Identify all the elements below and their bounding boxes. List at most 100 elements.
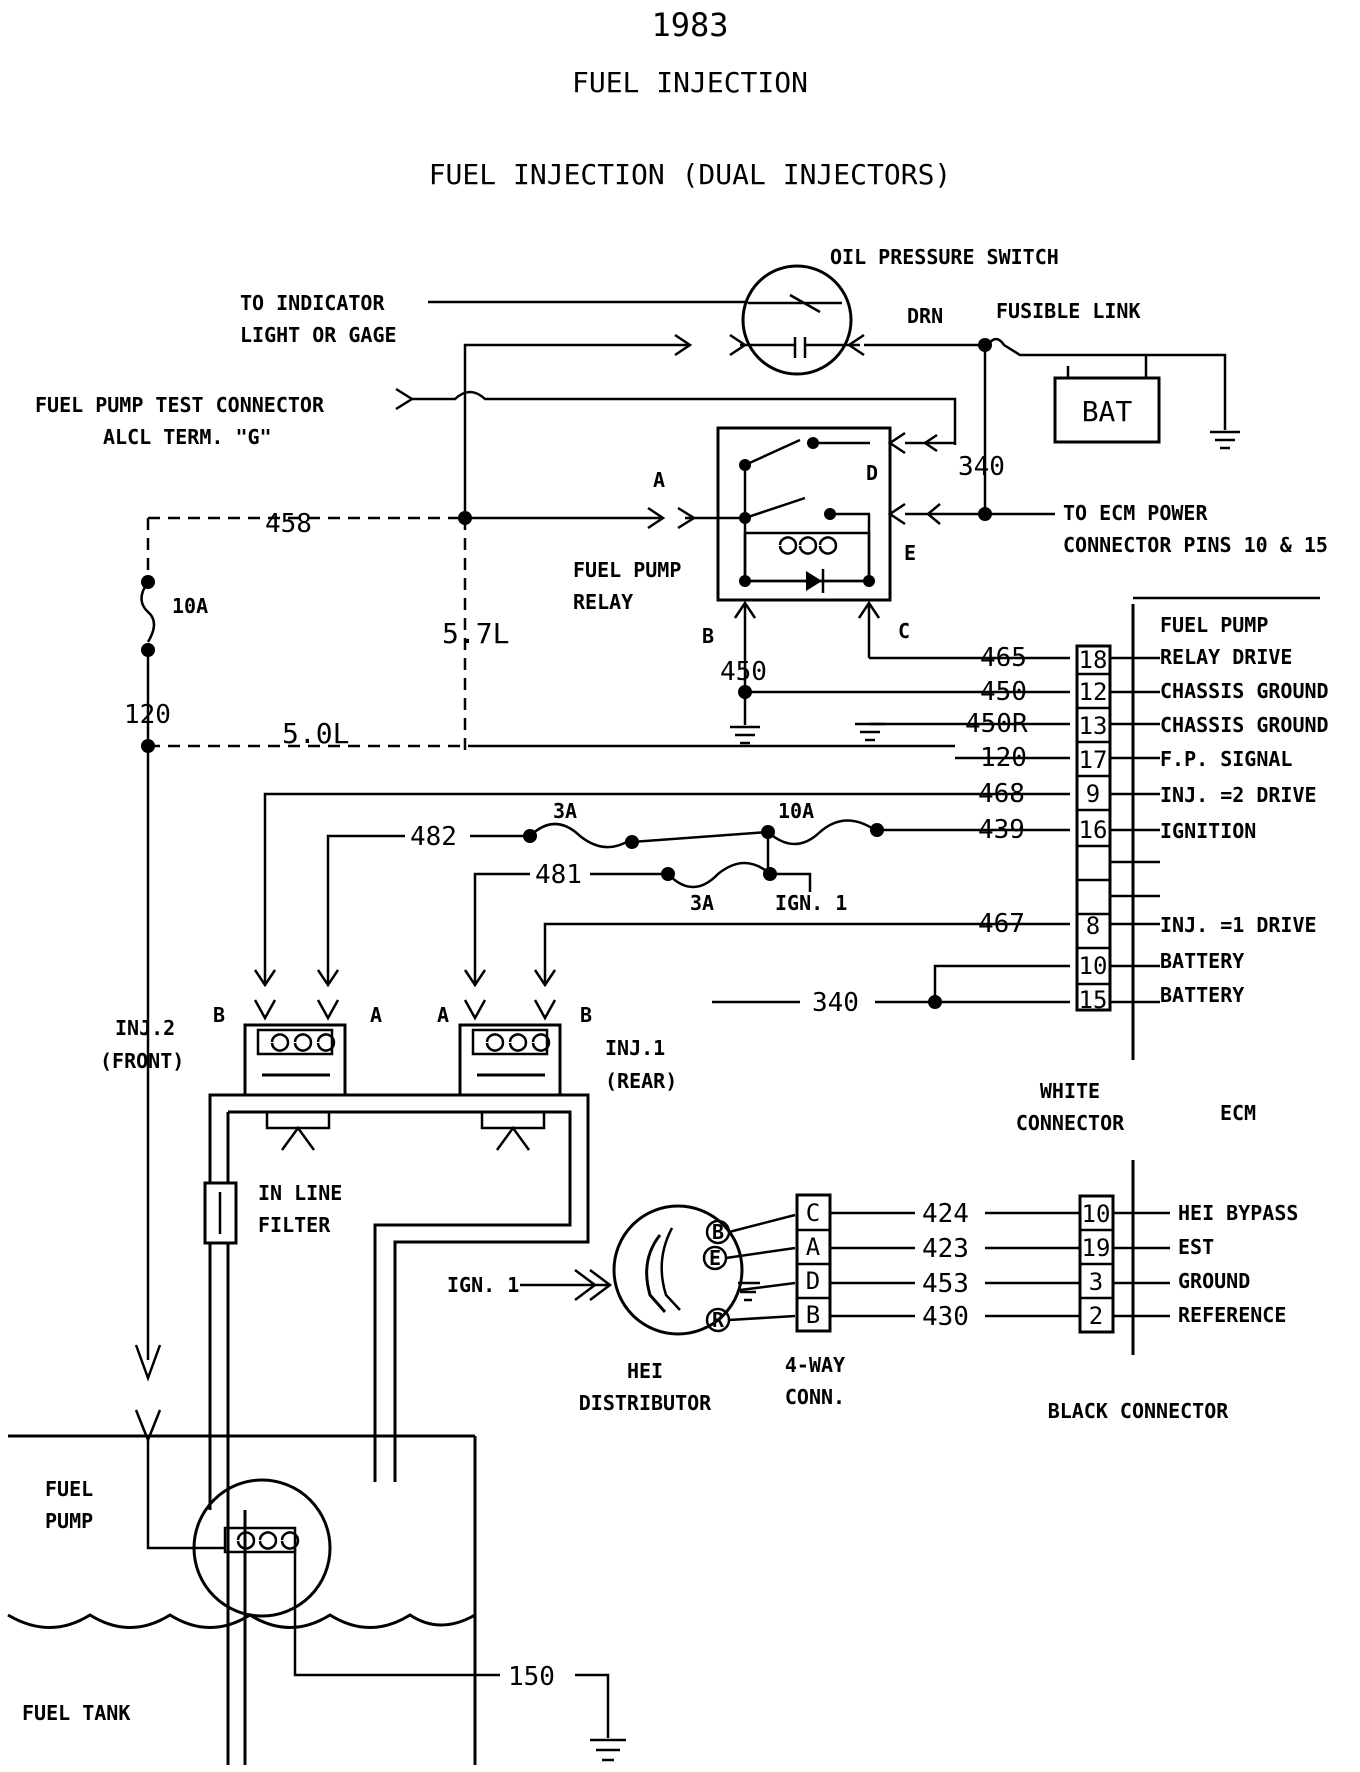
four-way-label-line1: 4-WAY xyxy=(785,1353,845,1377)
pump-feed-wire xyxy=(146,1440,225,1550)
fuel-pump xyxy=(192,1478,332,1618)
wire-340-label: 340 xyxy=(958,452,1005,482)
wire-150-label: 150 xyxy=(508,1662,555,1692)
fusible-link-label: FUSIBLE LINK xyxy=(996,299,1141,323)
fuse-3a-b-label: 3A xyxy=(690,891,714,915)
diagram-title: FUEL INJECTION xyxy=(572,66,808,99)
fuel-pump-coil-icon xyxy=(223,1526,300,1554)
inj1-pin-a: A xyxy=(437,1003,449,1027)
white-fn-chassis-ground-2: CHASSIS GROUND xyxy=(1160,713,1329,737)
white-fn-ignition: IGNITION xyxy=(1160,819,1256,843)
fuse-10a-left-label: 10A xyxy=(172,594,208,618)
wire-424-label: 424 xyxy=(922,1199,969,1229)
relay-pin-c: C xyxy=(898,619,910,643)
inj1-pin-b: B xyxy=(580,1003,592,1027)
white-connector-label-line1: WHITE xyxy=(1040,1079,1100,1103)
wire-423-label: 423 xyxy=(922,1234,969,1264)
hei-term-e: E xyxy=(709,1246,721,1270)
white-fn-fp-signal: F.P. SIGNAL xyxy=(1160,747,1292,771)
white-pin-16: 16 xyxy=(1079,816,1108,844)
hei-label-line2: DISTRIBUTOR xyxy=(579,1391,712,1415)
wire-465-label: 465 xyxy=(980,643,1027,673)
relay-pin-arrows xyxy=(677,431,906,700)
black-pin-19: 19 xyxy=(1082,1234,1111,1262)
injector-2-front xyxy=(243,1023,347,1151)
wire-467 xyxy=(543,922,1070,985)
four-way-pin-a: A xyxy=(806,1233,821,1261)
wire-340b-label: 340 xyxy=(812,988,859,1018)
relay-label-line1: FUEL PUMP xyxy=(573,558,681,582)
black-connector xyxy=(1078,1160,1170,1355)
inj2-pin-b: B xyxy=(213,1003,225,1027)
hei-distributor xyxy=(612,1204,744,1336)
drn-label: DRN xyxy=(907,304,943,328)
relay-pin-a: A xyxy=(653,468,665,492)
battery-ground-icon xyxy=(1210,430,1240,450)
white-connector-label-line2: CONNECTOR xyxy=(1016,1111,1125,1135)
battery-label: BAT xyxy=(1082,395,1133,428)
wire-467-label: 467 xyxy=(978,909,1025,939)
wire-482-label: 482 xyxy=(410,822,457,852)
test-connector-label-line1: FUEL PUMP TEST CONNECTOR xyxy=(35,393,325,417)
wire-120-label-left: 120 xyxy=(124,700,171,730)
indicator-feed-wire xyxy=(463,343,690,518)
wire-468 xyxy=(263,792,1070,985)
wire-450-label-relay: 450 xyxy=(720,657,767,687)
wire-439-label: 439 xyxy=(978,815,1025,845)
black-pin-3: 3 xyxy=(1089,1268,1103,1296)
oil-pressure-switch-label: OIL PRESSURE SWITCH xyxy=(830,245,1059,269)
filter-label-line2: FILTER xyxy=(258,1213,331,1237)
wire-150 xyxy=(293,1548,500,1677)
fuse-3a-b xyxy=(667,861,771,889)
fuel-pump-label-line1: FUEL xyxy=(45,1477,93,1501)
white-fn-battery-1: BATTERY xyxy=(1160,949,1244,973)
white-fn-chassis-ground-1: CHASSIS GROUND xyxy=(1160,679,1329,703)
wire-481 xyxy=(473,872,530,985)
diagram-subtitle: FUEL INJECTION (DUAL INJECTORS) xyxy=(429,158,952,191)
four-way-connector xyxy=(795,1193,832,1333)
relay-internals xyxy=(685,437,875,593)
battery xyxy=(1053,376,1161,444)
ecm-power-label-line2: CONNECTOR PINS 10 & 15 xyxy=(1063,533,1328,557)
ign1-label-hei: IGN. 1 xyxy=(447,1273,519,1297)
chassis-ground-icon xyxy=(855,722,885,742)
wire-482 xyxy=(326,834,405,985)
engine-50-label: 5.0L xyxy=(282,717,349,750)
inj2-label-line1: INJ.2 xyxy=(115,1016,175,1040)
white-fn-fuel-pump: FUEL PUMP xyxy=(1160,613,1268,637)
oil-switch-contacts xyxy=(729,293,865,358)
wire-453-label: 453 xyxy=(922,1269,969,1299)
black-fn-reference: REFERENCE xyxy=(1178,1303,1286,1327)
white-pin-8: 8 xyxy=(1086,912,1100,940)
hei-term-r: R xyxy=(712,1308,725,1332)
injector-1-rear xyxy=(458,1023,562,1151)
inj2-label-line2: (FRONT) xyxy=(100,1049,184,1073)
inj1-label-line1: INJ.1 xyxy=(605,1036,665,1060)
ign1-label-top: IGN. 1 xyxy=(775,891,847,915)
ecm-power-label-line1: TO ECM POWER xyxy=(1063,501,1208,525)
wire-468-label: 468 xyxy=(978,779,1025,809)
white-pin-15: 15 xyxy=(1079,986,1108,1014)
wire-450r-label: 450R xyxy=(965,709,1028,739)
test-connector-label-line2: ALCL TERM. "G" xyxy=(103,425,272,449)
diagram-year: 1983 xyxy=(651,6,728,44)
black-pin-10: 10 xyxy=(1082,1200,1111,1228)
oil-pressure-switch-symbol xyxy=(741,264,853,376)
white-pin-18: 18 xyxy=(1079,646,1108,674)
indicator-label-line2: LIGHT OR GAGE xyxy=(240,323,397,347)
four-way-pin-b: B xyxy=(806,1301,820,1329)
four-way-label-line2: CONN. xyxy=(785,1385,845,1409)
white-pin-17: 17 xyxy=(1079,746,1108,774)
relay-pin-b: B xyxy=(702,624,714,648)
fuse-3a-a-label: 3A xyxy=(553,799,577,823)
inj1-label-line2: (REAR) xyxy=(605,1069,677,1093)
filter-label-line1: IN LINE xyxy=(258,1181,342,1205)
white-fn-inj2-drive: INJ. =2 DRIVE xyxy=(1160,783,1317,807)
fuse-10a-b-label: 10A xyxy=(778,799,814,823)
fuse-3a-a xyxy=(529,822,631,849)
wire-481-label: 481 xyxy=(535,860,582,890)
ecm-label: ECM xyxy=(1220,1101,1256,1125)
wire-430-label: 430 xyxy=(922,1302,969,1332)
inj2-pin-a: A xyxy=(370,1003,382,1027)
hei-coil-icon xyxy=(645,1227,681,1313)
